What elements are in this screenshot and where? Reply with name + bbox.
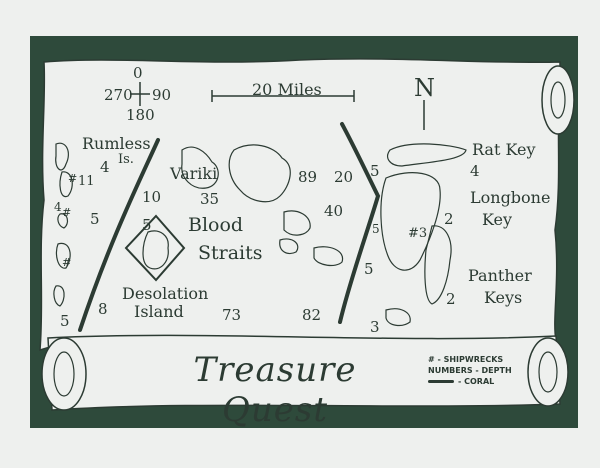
legend-shipwrecks: # - SHIPWRECKS (428, 355, 504, 364)
middle-island-large (228, 144, 291, 203)
depth-number: 5 (90, 210, 100, 228)
map-legend: # - SHIPWRECKS NUMBERS - DEPTH - CORAL (428, 354, 512, 387)
depth-number: 35 (200, 190, 220, 208)
depth-number: 89 (298, 168, 318, 186)
depth-number: 82 (302, 306, 322, 324)
longbone-key-island (380, 172, 441, 271)
coral-line-west (78, 138, 160, 332)
desolation-diamond (124, 214, 186, 282)
depth-number: 20 (334, 168, 354, 186)
place-rumless: Rumless (82, 134, 151, 153)
depth-number: 2 (446, 290, 456, 308)
scroll-curl-top-right (541, 65, 575, 135)
depth-number: 4 (54, 200, 62, 214)
compass-east-label: 90 (152, 86, 172, 104)
place-variki: Variki (170, 164, 218, 183)
shipwreck-marker: #3 (408, 226, 428, 241)
legend-coral-row: - CORAL (428, 376, 512, 387)
depth-number: 8 (98, 300, 108, 318)
variki-island (181, 146, 219, 189)
place-longbone: Longbone (470, 188, 551, 207)
depth-number: 73 (222, 306, 242, 324)
depth-number: 4 (100, 158, 110, 176)
scroll-curl-right (527, 337, 569, 407)
place-keys: Keys (484, 288, 523, 307)
depth-number: 4 (470, 162, 480, 180)
place-desolation: Desolation (122, 284, 209, 303)
coral-line-east (338, 122, 381, 324)
place-straits: Straits (198, 242, 263, 264)
panther-keys-island (424, 225, 452, 305)
map-title: Treasure Quest (193, 350, 357, 430)
place-blood: Blood (188, 214, 244, 236)
rumless-island-1 (55, 142, 69, 171)
shipwreck-marker: # (68, 172, 78, 185)
depth-number: 5 (142, 216, 152, 234)
place-island: Island (134, 302, 184, 321)
north-label: N (414, 74, 435, 102)
depth-number: 2 (444, 210, 454, 228)
rat-key-island (387, 143, 467, 167)
place-panther: Panther (468, 266, 532, 285)
depth-number: 10 (142, 188, 162, 206)
place-key: Key (482, 210, 513, 229)
depth-number: 40 (324, 202, 344, 220)
coral-line-sample (428, 380, 454, 383)
parchment-scroll (39, 58, 561, 352)
depth-number: 5 (60, 312, 70, 330)
desolation-island (142, 230, 169, 270)
depth-number: 5 (372, 222, 380, 236)
legend-numbers: NUMBERS - DEPTH (428, 366, 512, 375)
depth-number: 5 (370, 162, 380, 180)
scale-label: 20 Miles (252, 80, 322, 99)
scroll-curl-left (41, 337, 87, 411)
place-rumless-is: Is. (118, 152, 134, 167)
compass-north-label: 0 (133, 64, 143, 82)
compass-south-label: 180 (126, 106, 155, 124)
shipwreck-marker: # (62, 206, 72, 219)
compass-west-label: 270 (104, 86, 133, 104)
bottom-scroll-roll (47, 334, 561, 411)
shipwreck-marker: # (62, 256, 72, 269)
legend-coral: - CORAL (458, 377, 495, 386)
depth-number: 11 (78, 174, 95, 189)
depth-number: 5 (364, 260, 374, 278)
place-rat-key: Rat Key (472, 140, 536, 159)
depth-number: 3 (370, 318, 380, 336)
